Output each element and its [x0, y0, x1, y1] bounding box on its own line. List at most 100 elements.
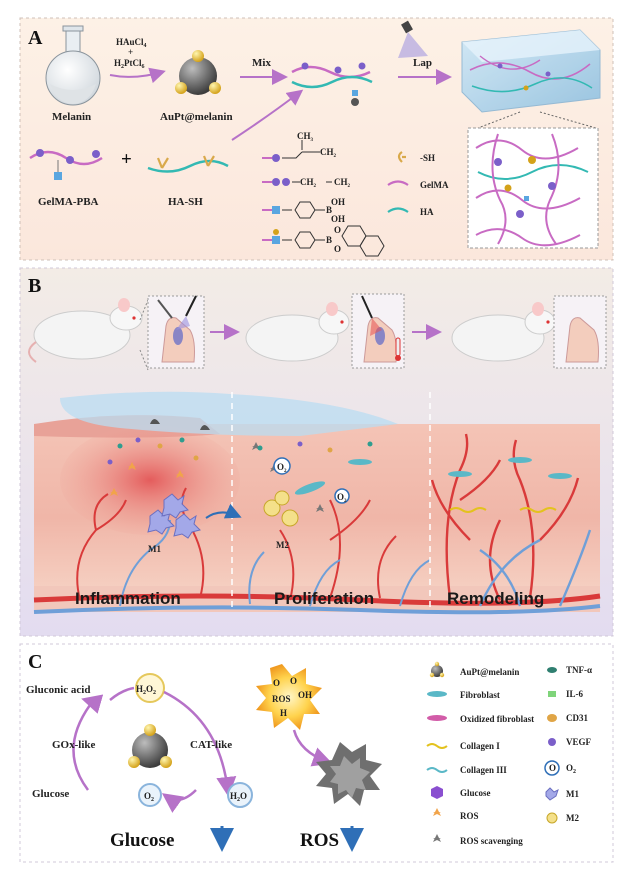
o2-o: O	[144, 791, 151, 801]
ros-decrease-label: ROS	[300, 830, 339, 851]
chemical-structures: CH3 CH2 CH2 CH2 B OH OH	[262, 131, 385, 257]
melanin-label: Melanin	[52, 111, 91, 123]
legend-il6-icon	[548, 691, 556, 697]
gluconic-acid-label: Gluconic acid	[26, 684, 90, 696]
ch2-label-2: CH	[300, 177, 314, 187]
legend-gelma-label: GelMA	[420, 180, 449, 190]
panel-a-letter: A	[28, 27, 43, 49]
h2o2-s1: 2	[143, 690, 146, 696]
h2o-bubble-icon	[227, 782, 253, 808]
svg-text:CH3: CH3	[297, 131, 314, 143]
stage-remodeling-label: Remodeling	[447, 589, 544, 608]
o2-label-a: O	[277, 462, 284, 472]
ros-tag-ros: ROS	[272, 694, 291, 704]
svg-text:O2: O2	[337, 492, 347, 504]
legend-m1-label: M1	[566, 789, 579, 799]
boronate-ester-icon	[262, 225, 385, 257]
ch2-label-1: CH	[320, 147, 334, 157]
o2-output-arrow	[161, 789, 197, 813]
gelma-pba-label: GelMA-PBA	[38, 196, 99, 208]
legend-oxidized-fibroblast-label: Oxidized fibroblast	[460, 714, 534, 724]
legend-tnf-label: TNF-α	[566, 665, 592, 675]
mixed-polymer-chains-icon	[291, 62, 373, 106]
rat-3-icon	[451, 302, 556, 362]
h2o-h: H	[230, 791, 237, 801]
legend-glucose-icon	[431, 786, 443, 799]
rat-foot-nir-icon	[361, 295, 401, 363]
network-zoom-box	[467, 127, 599, 249]
gox-like-label: GOx-like	[52, 739, 96, 751]
thioether-group-icon	[262, 178, 332, 186]
panel-a-legend: -SH GelMA HA	[387, 151, 449, 217]
lap-label: Lap	[413, 57, 432, 69]
gelma-line-icon	[387, 180, 409, 186]
cat-like-label: CAT-like	[190, 739, 232, 751]
ros-burst-icon	[256, 664, 322, 730]
ch3-label: CH	[297, 131, 311, 141]
o2-sub: 2	[151, 797, 154, 803]
ros-scavenged-icon	[316, 742, 382, 806]
skin-cross-section	[33, 391, 601, 615]
synthesis-arrow	[109, 67, 166, 84]
ros-tag-oh: OH	[298, 690, 312, 700]
ch3-sub: 3	[311, 138, 314, 143]
ros-tag-h2o2: H	[280, 708, 287, 718]
healed-foot-icon	[565, 317, 599, 363]
svg-text:CH2: CH2	[320, 147, 337, 159]
svg-text:H2O: H2O	[230, 791, 247, 803]
legend-oxidized-fibroblast-icon	[427, 715, 447, 721]
legend-cd31-icon	[547, 714, 557, 722]
reagent-h2ptcl-sub1: 2	[121, 64, 124, 70]
legend-ros-icon	[433, 808, 441, 816]
ros-tag-o1: O	[273, 678, 280, 688]
zoom-lines	[477, 111, 597, 129]
ros-star-icon	[128, 462, 136, 470]
polarization-arrow	[205, 503, 242, 519]
zoom-lines-1	[139, 299, 149, 371]
reagent-hauc-label: HAuCl	[116, 37, 144, 47]
aupt-melanin-nanoparticle-icon	[175, 50, 221, 95]
sh-hook-icon	[397, 151, 406, 163]
ha-sh-chain-icon	[147, 155, 229, 173]
svg-text:H2PtCl6: H2PtCl6	[114, 58, 145, 70]
legend-o2-label: O	[566, 763, 573, 773]
svg-text:O2: O2	[277, 462, 287, 474]
inflammation-cells	[107, 419, 210, 539]
legend-ros-label: ROS	[460, 811, 479, 821]
legend-m2-label: M2	[566, 813, 579, 823]
aupt-melanin-catalyst-icon	[128, 724, 172, 768]
oxygen-label-1: O	[334, 225, 341, 235]
stage-proliferation-label: Proliferation	[274, 589, 374, 608]
legend-cd31-label: CD31	[566, 713, 588, 723]
legend-collagen-iii-icon	[426, 767, 448, 773]
legend-o2-sub: 2	[573, 769, 576, 775]
ros-tag-o2: O	[290, 676, 297, 686]
hydrogel-dressing-icon	[60, 391, 398, 436]
legend-fibroblast-icon	[427, 691, 447, 697]
legend-sh-label: -SH	[420, 153, 435, 163]
cat-cycle-arrow	[163, 690, 237, 797]
legend-vegf-label: VEGF	[566, 737, 592, 747]
h2o2-h: H	[136, 684, 143, 694]
legend-vegf-icon	[548, 738, 556, 746]
legend-il6-label: IL-6	[566, 689, 584, 699]
ch2-label-3: CH	[334, 177, 348, 187]
svg-text:HAuCl4: HAuCl4	[116, 37, 147, 49]
vein-icon	[33, 604, 601, 615]
ha-line-icon	[387, 207, 409, 213]
h2o2-s2: 2	[153, 690, 156, 696]
glucose-label: Glucose	[32, 788, 69, 800]
phenylboronic-acid-icon	[262, 201, 325, 219]
svg-text:CH2: CH2	[300, 177, 317, 189]
stage-inflammation-label: Inflammation	[75, 589, 181, 608]
m1-label: M1	[148, 544, 161, 554]
oxygen-label-2: O	[334, 244, 341, 254]
boron-label-1: B	[326, 205, 332, 215]
legend-ros-scavenging-icon	[433, 834, 441, 842]
reagent-h2ptcl-h: H	[114, 58, 121, 68]
legend-o2-icon	[544, 760, 560, 776]
o2-label-b: O	[337, 492, 344, 502]
legend-collagen-i-icon	[426, 743, 448, 749]
o2-sub-b: 2	[344, 499, 347, 504]
